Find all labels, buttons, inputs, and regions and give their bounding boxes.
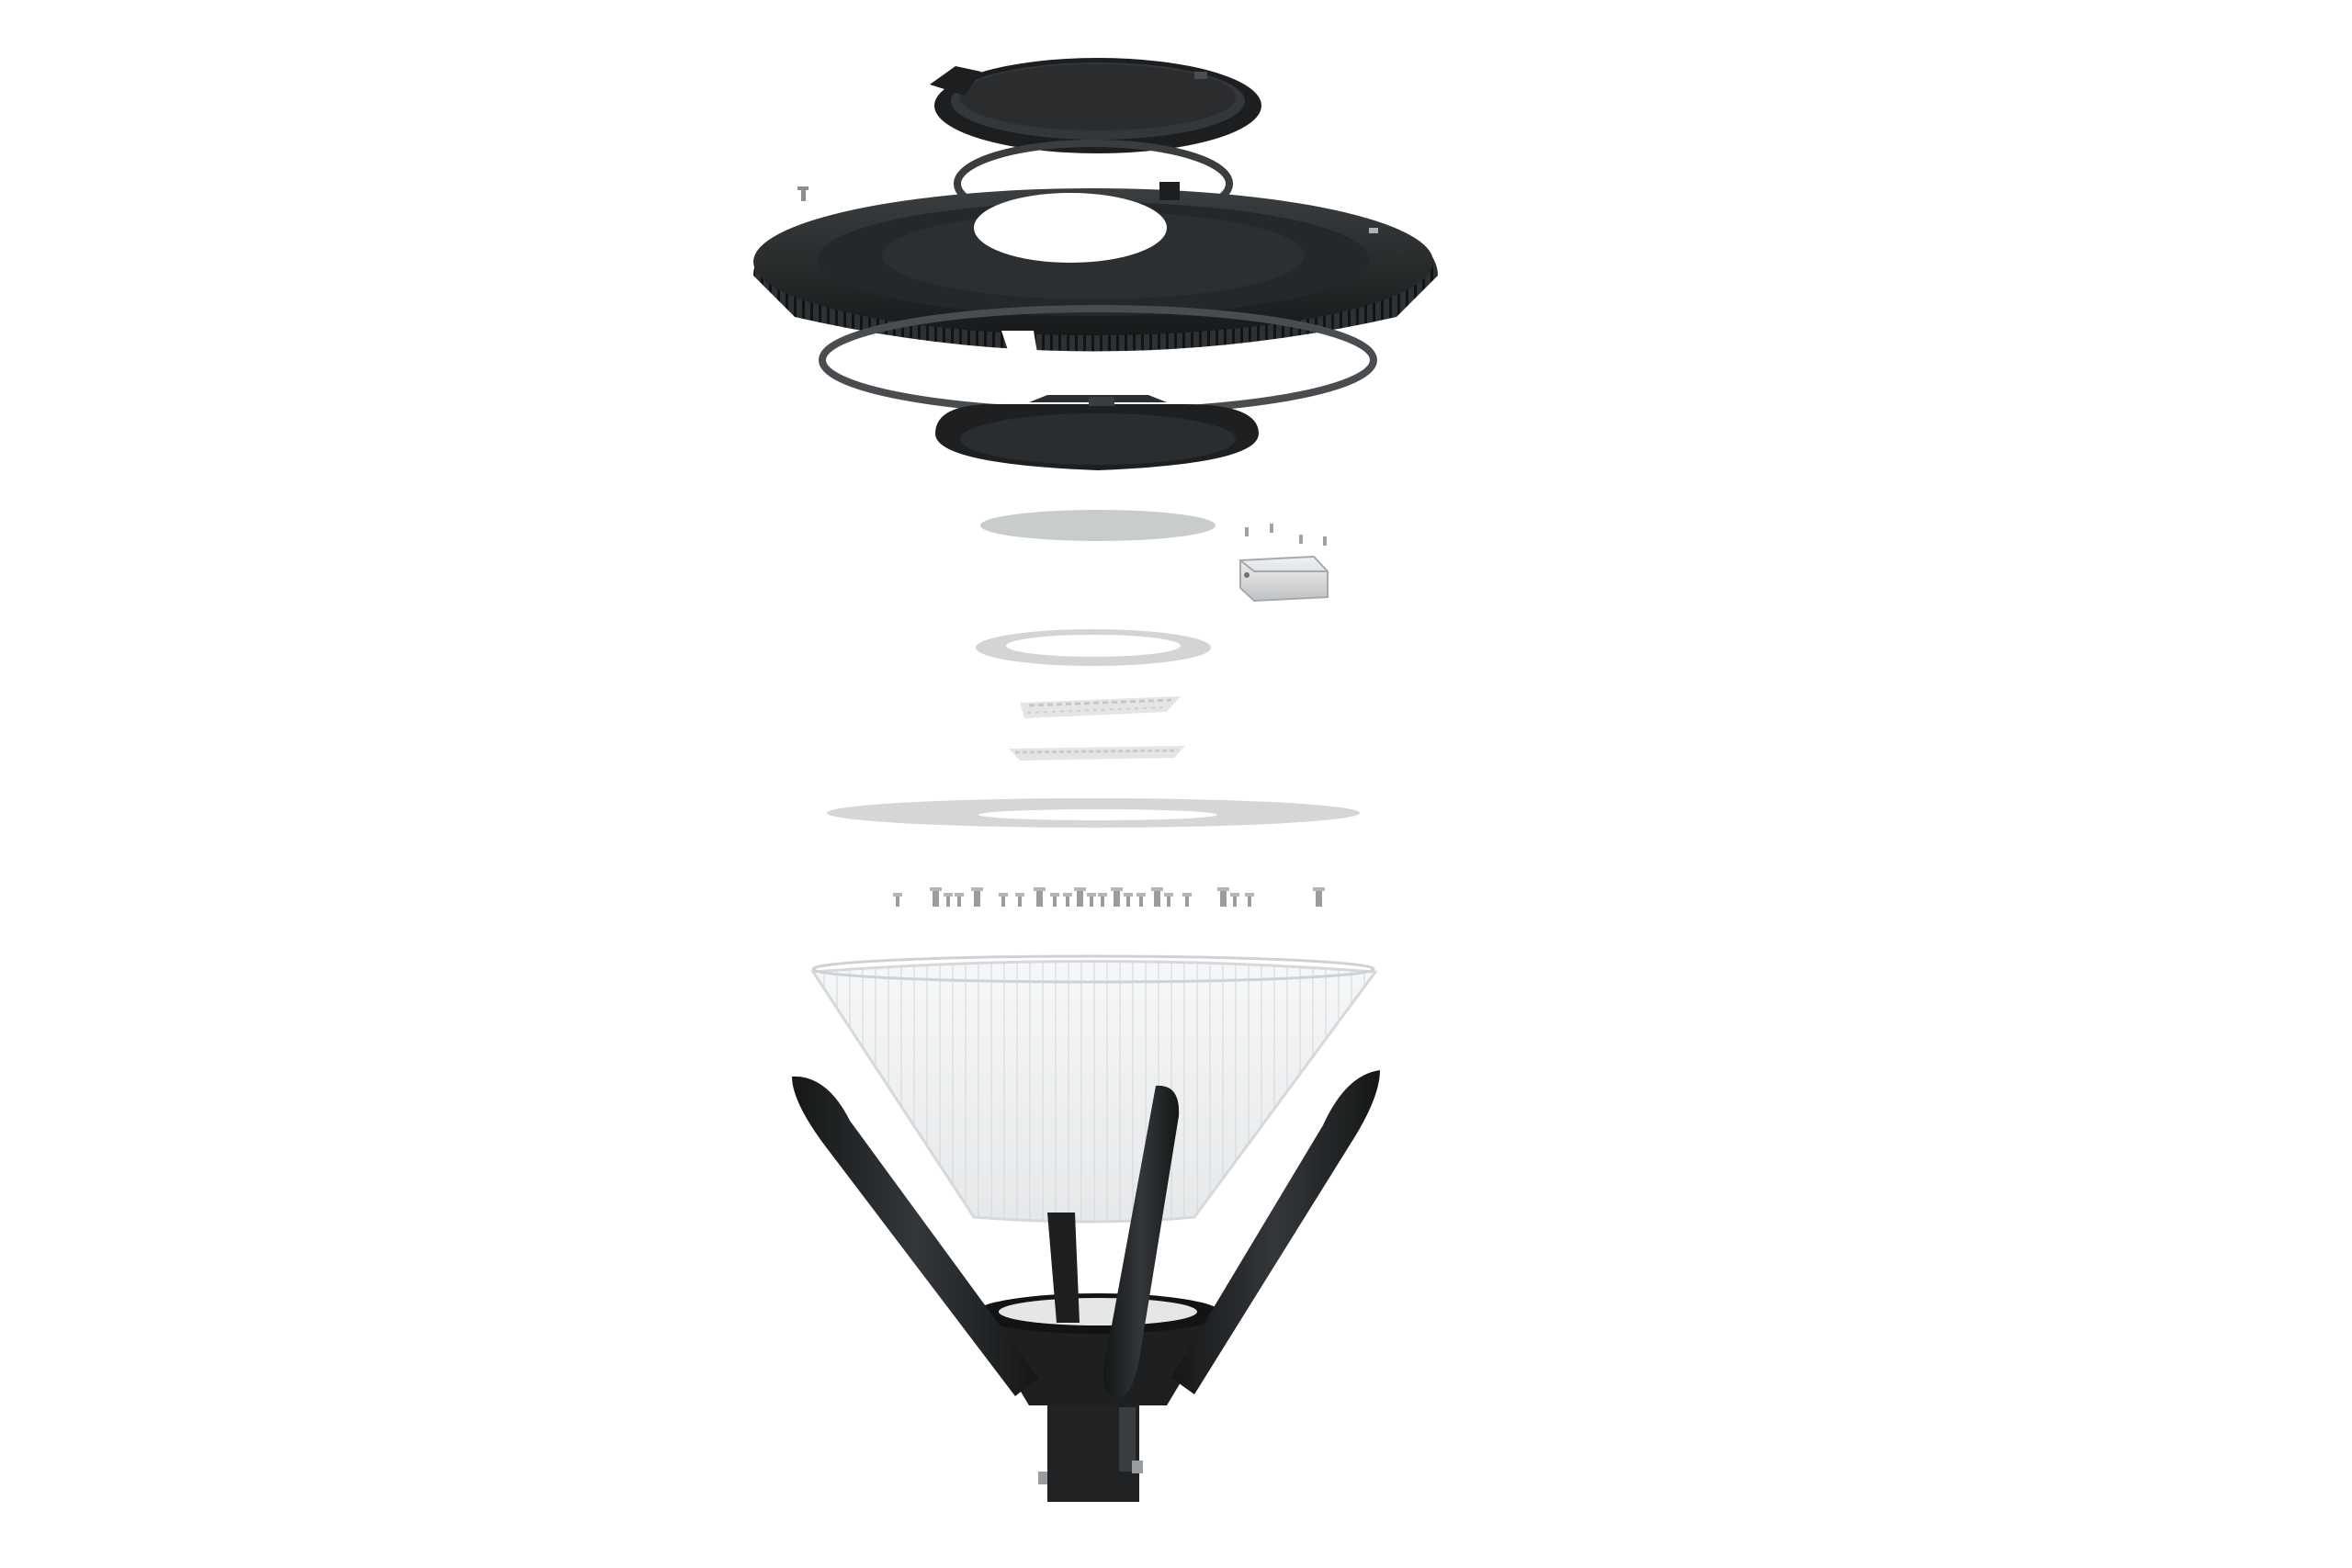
fastener-screw <box>957 896 961 907</box>
fastener-head <box>930 887 942 891</box>
fastener-screw <box>933 890 939 907</box>
prismatic-diffuser <box>810 954 1378 1224</box>
fastener-head <box>1098 893 1107 897</box>
fastener-row <box>893 887 1325 907</box>
fastener-head <box>1151 887 1163 891</box>
fastener-head <box>1050 893 1059 897</box>
fastener-head <box>971 887 983 891</box>
post-adapter <box>974 1293 1222 1502</box>
fastener-head <box>1034 887 1046 891</box>
fastener-head <box>1015 893 1024 897</box>
fastener-screw <box>1053 896 1057 907</box>
fastener-head <box>1111 887 1123 891</box>
thermal-pad <box>980 510 1216 541</box>
fastener-head <box>1230 893 1239 897</box>
fastener-screw <box>1114 890 1120 907</box>
fastener-screw <box>946 896 950 907</box>
fastener-screw <box>1001 896 1005 907</box>
fastener-head <box>1074 887 1086 891</box>
reflector-plate <box>827 798 1360 828</box>
fastener-head <box>1245 893 1254 897</box>
gear-tray <box>935 395 1259 470</box>
fastener-head <box>1124 893 1133 897</box>
fastener-head <box>1217 887 1229 891</box>
fastener-screw <box>1233 896 1237 907</box>
fastener-head <box>1063 893 1072 897</box>
fastener-screw <box>1316 890 1322 907</box>
fastener-screw <box>1220 890 1227 907</box>
fastener-screw <box>1018 896 1022 907</box>
fastener-head <box>999 893 1008 897</box>
finned-heatsink-housing <box>753 182 1438 358</box>
fastener-head <box>1182 893 1192 897</box>
fastener-screw <box>1101 896 1104 907</box>
fastener-screw <box>1036 890 1043 907</box>
fastener-head <box>944 893 953 897</box>
fastener-screw <box>1126 896 1130 907</box>
fastener-head <box>1087 893 1096 897</box>
fastener-head <box>1164 893 1173 897</box>
led-module-lower <box>1009 746 1185 761</box>
fastener-head <box>1313 887 1325 891</box>
top-cap <box>930 58 1261 153</box>
fastener-head <box>893 893 902 897</box>
driver-box <box>1239 555 1329 603</box>
fastener-screw <box>1077 890 1083 907</box>
fastener-head <box>1136 893 1146 897</box>
fastener-screw <box>1154 890 1160 907</box>
fastener-screw <box>896 896 899 907</box>
fastener-head <box>955 893 964 897</box>
fastener-screw <box>1248 896 1251 907</box>
petal-arm-frame <box>792 1070 1380 1398</box>
led-module-upper <box>1020 696 1181 718</box>
loose-screw <box>797 186 808 201</box>
fastener-screw <box>1139 896 1143 907</box>
fastener-screw <box>1066 896 1069 907</box>
driver-screws <box>1245 524 1327 546</box>
fastener-screw <box>974 890 980 907</box>
fastener-screw <box>1185 896 1189 907</box>
fastener-screw <box>1167 896 1170 907</box>
fastener-screw <box>1090 896 1093 907</box>
lens-ring <box>976 629 1211 666</box>
